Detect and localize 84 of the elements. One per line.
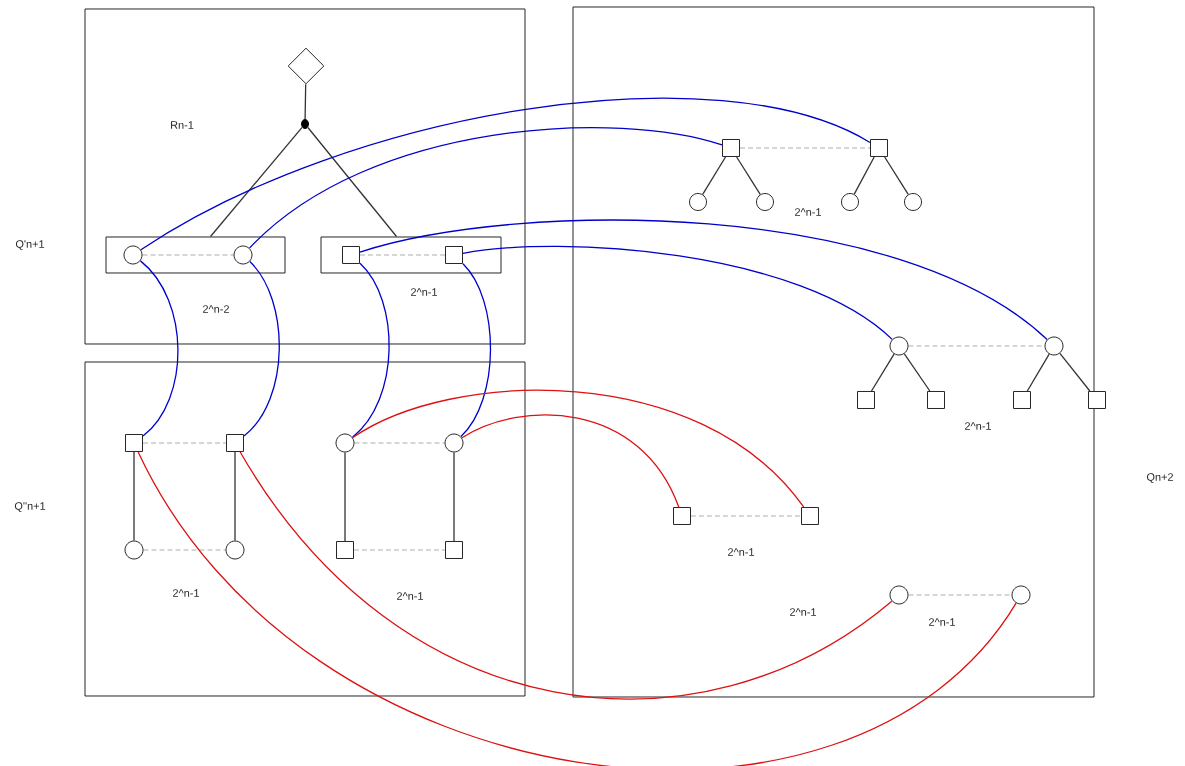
label-text: 2^n-1 [411,288,437,296]
curved-connector [460,263,492,438]
curved-connector [137,451,1017,766]
dashed-line [739,147,871,149]
square-node [722,139,740,157]
connector-line [234,451,236,542]
dashed-line [690,515,802,517]
label-text: Q'n+1 [15,240,45,250]
label-text: 2^n-2 [203,305,229,313]
label-text: 2^n-1 [397,592,423,600]
square-node [336,541,354,559]
curved-connector [462,245,893,341]
label-text: 2^n-1 [728,548,754,556]
square-node [927,391,945,409]
diamond-node [287,47,325,85]
circle-node [225,540,245,560]
connector-line [344,451,346,542]
connector-line [870,353,895,392]
dashed-line [143,549,226,551]
connector-line [1026,353,1050,392]
curved-connector [139,260,179,437]
circle-node [889,585,909,605]
group-frame [84,361,526,697]
dashed-line [353,549,446,551]
dashed-line [359,254,446,256]
square-node [801,507,819,525]
dashed-line [908,594,1012,596]
connector-line [304,83,307,120]
curved-connector [461,414,680,508]
curved-connector [359,219,1048,341]
dashed-line [142,254,234,256]
circle-node [124,540,144,560]
dashed-line [354,442,445,444]
label-text: 2^n-1 [795,208,821,216]
group-frame [84,8,526,345]
square-node [1013,391,1031,409]
connector-line [209,126,303,238]
square-node [226,434,244,452]
group-box [320,236,502,274]
label-text: 2^n-1 [929,618,955,626]
square-node [1088,391,1106,409]
connector-line [702,156,727,195]
square-node [445,541,463,559]
connector-line [1059,352,1091,392]
curved-connector [248,127,723,249]
circle-node [889,336,909,356]
dashed-line [142,442,227,444]
connector-line [853,156,875,195]
circle-node [1011,585,1031,605]
circle-node [444,433,464,453]
circle-node [335,433,355,453]
circle-node [233,245,253,265]
label-text: Rn-1 [171,121,194,129]
curved-connector [239,451,893,700]
square-node [445,246,463,264]
curved-connector [351,262,390,438]
square-node [857,391,875,409]
circle-node [1044,336,1064,356]
square-node [125,434,143,452]
connector-line [453,451,455,542]
square-node [870,139,888,157]
group-box [105,236,286,274]
curved-connector [352,389,805,508]
connector-line [307,126,398,238]
label-text: 2^n-1 [965,422,991,430]
connector-line [736,156,761,196]
curved-connector [243,260,280,437]
circle-node [689,193,707,211]
circle-node [123,245,143,265]
curved-connector [140,97,871,251]
connector-line [133,451,135,542]
label-text: Qn+2 [1146,473,1173,483]
group-frame [572,6,1095,698]
label-text: Q''n+1 [14,502,46,512]
square-node [673,507,691,525]
dashed-line [908,345,1045,347]
label-text: 2^n-1 [173,589,199,597]
circle-node [904,193,922,211]
circle-node [841,193,859,211]
connector-line [884,156,909,196]
square-node [342,246,360,264]
circle-node [756,193,774,211]
label-text: 2^n-1 [790,608,816,616]
connector-line [903,353,931,392]
